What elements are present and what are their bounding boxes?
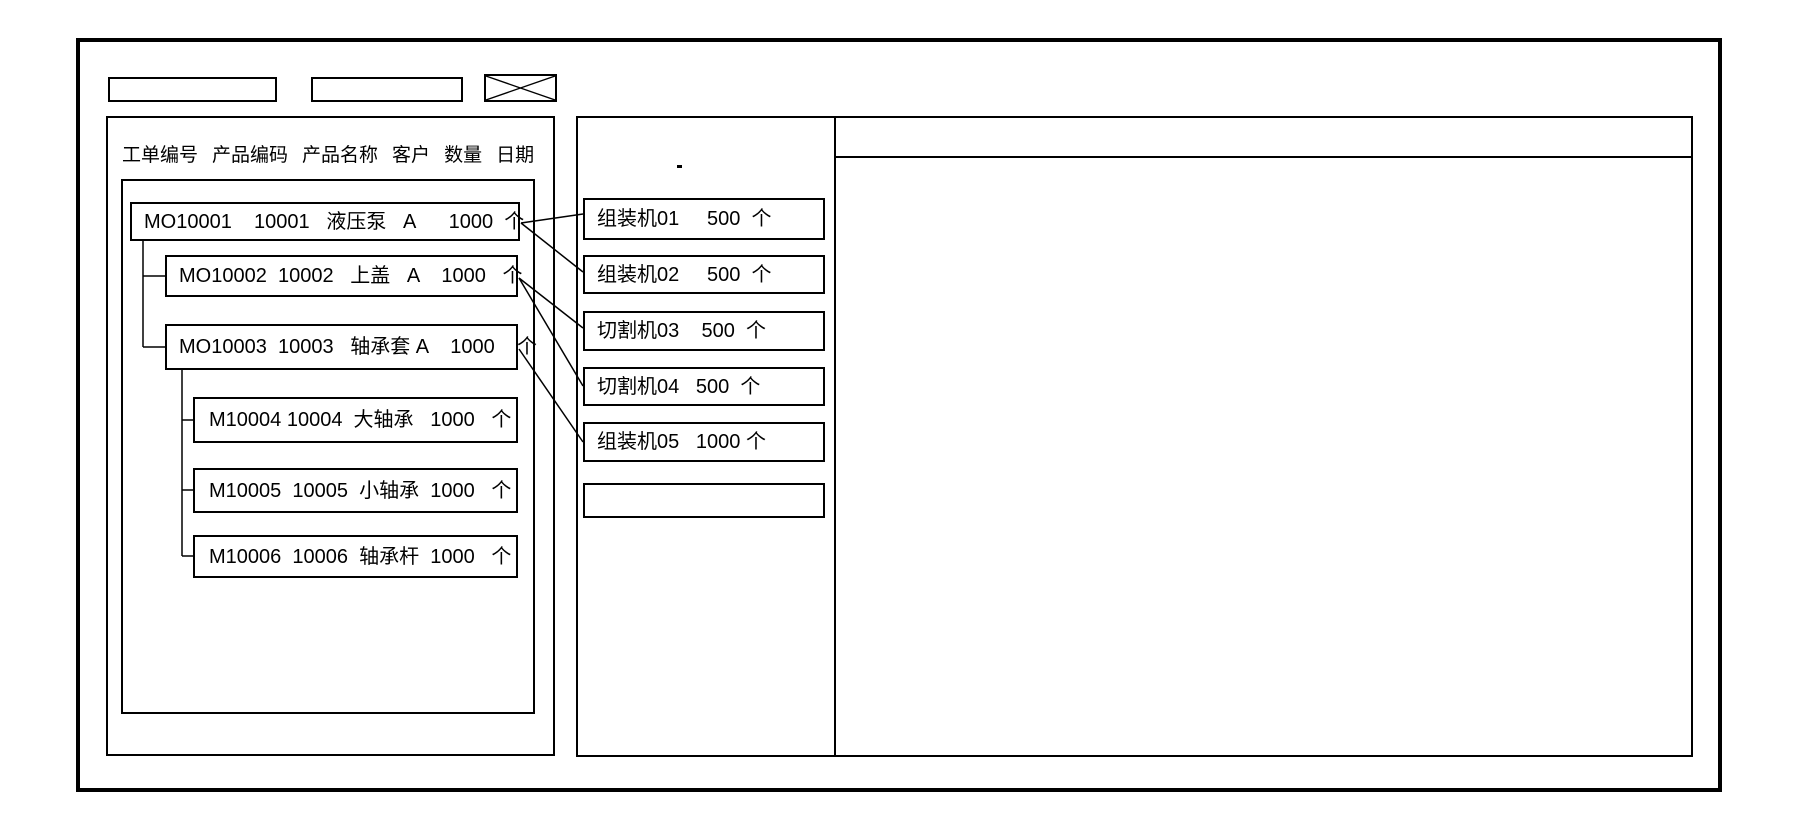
x-box-icon[interactable] bbox=[484, 74, 557, 102]
machine-slot-03[interactable]: 切割机03 500 个 bbox=[583, 311, 825, 351]
column-work-order-no: 工单编号 bbox=[122, 145, 199, 166]
order-node-m10004[interactable]: M10004 10004 大轴承 1000 个 bbox=[193, 397, 518, 443]
column-product-code: 产品编码 bbox=[212, 145, 289, 166]
column-customer: 客户 bbox=[392, 145, 431, 166]
machine-slot-01[interactable]: 组装机01 500 个 bbox=[583, 198, 825, 240]
machine-slot-05[interactable]: 组装机05 1000 个 bbox=[583, 422, 825, 462]
column-product-name: 产品名称 bbox=[302, 145, 379, 166]
stray-dot-mark bbox=[677, 165, 682, 168]
column-date: 日期 bbox=[496, 145, 535, 166]
order-node-mo10003[interactable]: MO10003 10003 轴承套 A 1000 个 bbox=[165, 324, 537, 370]
toolbar-field-1[interactable] bbox=[108, 77, 277, 102]
schedule-panel bbox=[834, 116, 1693, 757]
order-node-m10006[interactable]: M10006 10006 轴承杆 1000 个 bbox=[193, 535, 518, 578]
order-node-mo10001[interactable]: MO10001 10001 液压泵 A 1000 个 bbox=[130, 202, 524, 241]
order-table-header: 工单编号 产品编码 产品名称 客户 数量 日期 bbox=[122, 146, 534, 165]
order-node-mo10002[interactable]: MO10002 10002 上盖 A 1000 个 bbox=[165, 255, 523, 297]
toolbar-field-2[interactable] bbox=[311, 77, 463, 102]
machine-slot-04[interactable]: 切割机04 500 个 bbox=[583, 367, 825, 406]
order-node-m10005[interactable]: M10005 10005 小轴承 1000 个 bbox=[193, 468, 518, 513]
schedule-header-divider bbox=[836, 156, 1691, 158]
machine-slot-empty[interactable] bbox=[583, 483, 825, 518]
machine-slot-02[interactable]: 组装机02 500 个 bbox=[583, 255, 825, 294]
column-quantity: 数量 bbox=[444, 145, 483, 166]
